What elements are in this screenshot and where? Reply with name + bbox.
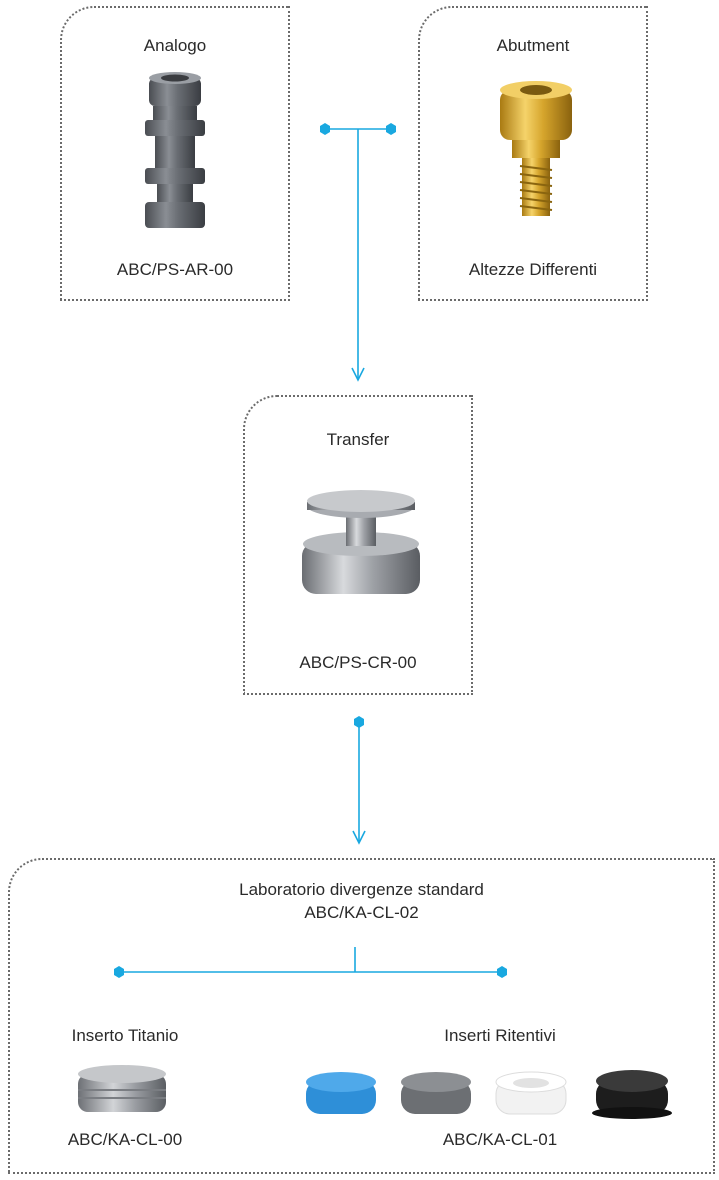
analogo-part-image bbox=[145, 72, 205, 228]
arrowhead-to-lab bbox=[352, 830, 366, 845]
analogo-title: Analogo bbox=[143, 36, 207, 55]
inserti-ritentivi-title: Inserti Ritentivi bbox=[444, 1026, 556, 1045]
hex-node-left bbox=[320, 123, 330, 135]
inserto-ritentivo-grey bbox=[401, 1072, 471, 1114]
transfer-title: Transfer bbox=[326, 430, 390, 449]
abutment-title: Abutment bbox=[496, 36, 570, 55]
abutment-box bbox=[418, 6, 648, 301]
transfer-box bbox=[243, 395, 473, 695]
inserto-ritentivo-blue bbox=[306, 1072, 376, 1114]
laboratorio-box bbox=[8, 858, 715, 1174]
abutment-part-image bbox=[500, 81, 572, 216]
laboratorio-code: ABC/KA-CL-02 bbox=[304, 903, 419, 922]
transfer-part-image bbox=[302, 490, 420, 594]
inserti-ritentivi-code: ABC/KA-CL-01 bbox=[442, 1130, 558, 1149]
hex-node-middle bbox=[354, 716, 364, 728]
inserto-ritentivo-black bbox=[592, 1070, 672, 1119]
inserto-titanio-image bbox=[78, 1065, 166, 1112]
abutment-code: Altezze Differenti bbox=[468, 260, 598, 279]
hex-node-right bbox=[386, 123, 396, 135]
inserto-ritentivo-white bbox=[495, 1071, 567, 1115]
inserto-titanio-code: ABC/KA-CL-00 bbox=[67, 1130, 183, 1149]
transfer-code: ABC/PS-CR-00 bbox=[299, 653, 417, 672]
arrowhead-to-transfer bbox=[351, 367, 365, 382]
laboratorio-title: Laboratorio divergenze standard bbox=[239, 880, 484, 899]
inserto-titanio-title: Inserto Titanio bbox=[71, 1026, 179, 1045]
analogo-code: ABC/PS-AR-00 bbox=[116, 260, 234, 279]
analogo-box bbox=[60, 6, 290, 301]
